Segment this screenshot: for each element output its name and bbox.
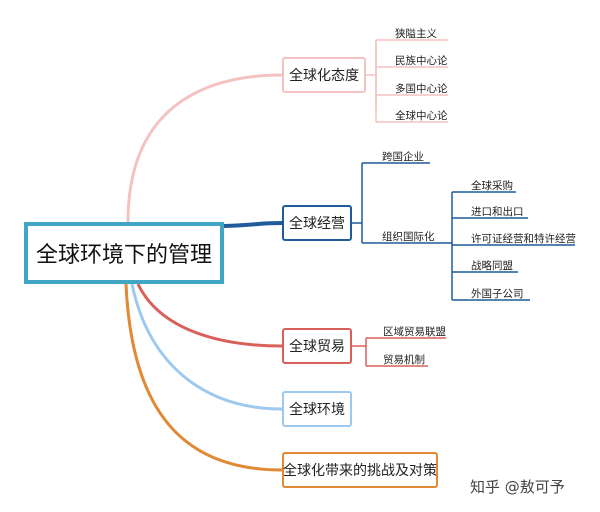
- connector-b3-children: [352, 337, 446, 367]
- leaf-node[interactable]: 全球采购: [471, 180, 513, 192]
- leaf-node[interactable]: 跨国企业: [382, 151, 424, 163]
- leaf-node[interactable]: 区域贸易联盟: [383, 326, 446, 338]
- branch-global-challenges[interactable]: 全球化带来的挑战及对策: [282, 452, 438, 488]
- connector-b1-children: [366, 39, 448, 123]
- connector-root-b3: [136, 283, 283, 348]
- connector-root-b1: [126, 73, 283, 223]
- leaf-node[interactable]: 外国子公司: [471, 288, 524, 300]
- branch-label: 全球化带来的挑战及对策: [283, 463, 437, 479]
- leaf-node[interactable]: 进口和出口: [471, 206, 524, 218]
- root-label: 全球环境下的管理: [35, 243, 212, 268]
- branch-label: 全球贸易: [289, 339, 345, 355]
- watermark: 知乎 @敖可予: [470, 478, 565, 496]
- branch-label: 全球环境: [289, 402, 345, 418]
- branch-label: 全球化态度: [289, 68, 359, 84]
- connector-b2-children: [352, 162, 575, 301]
- branch-global-attitude[interactable]: 全球化态度: [282, 57, 366, 93]
- leaf-node[interactable]: 贸易机制: [383, 354, 425, 366]
- leaf-node[interactable]: 组织国际化: [382, 231, 435, 243]
- leaf-node[interactable]: 多国中心论: [395, 83, 448, 95]
- connector-root-b5: [124, 283, 283, 472]
- branch-global-environment[interactable]: 全球环境: [282, 391, 352, 427]
- root-node[interactable]: 全球环境下的管理: [24, 222, 224, 284]
- leaf-node[interactable]: 战略同盟: [471, 260, 513, 272]
- connector-root-b4: [130, 283, 283, 411]
- branch-global-trade[interactable]: 全球贸易: [282, 328, 352, 364]
- leaf-node[interactable]: 全球中心论: [395, 110, 448, 122]
- connector-root-b2: [223, 221, 283, 228]
- branch-label: 全球经营: [289, 216, 345, 232]
- leaf-node[interactable]: 许可证经营和特许经营: [471, 233, 576, 245]
- branch-global-business[interactable]: 全球经营: [282, 205, 352, 241]
- leaf-node[interactable]: 民族中心论: [395, 55, 448, 67]
- leaf-node[interactable]: 狭隘主义: [395, 28, 437, 40]
